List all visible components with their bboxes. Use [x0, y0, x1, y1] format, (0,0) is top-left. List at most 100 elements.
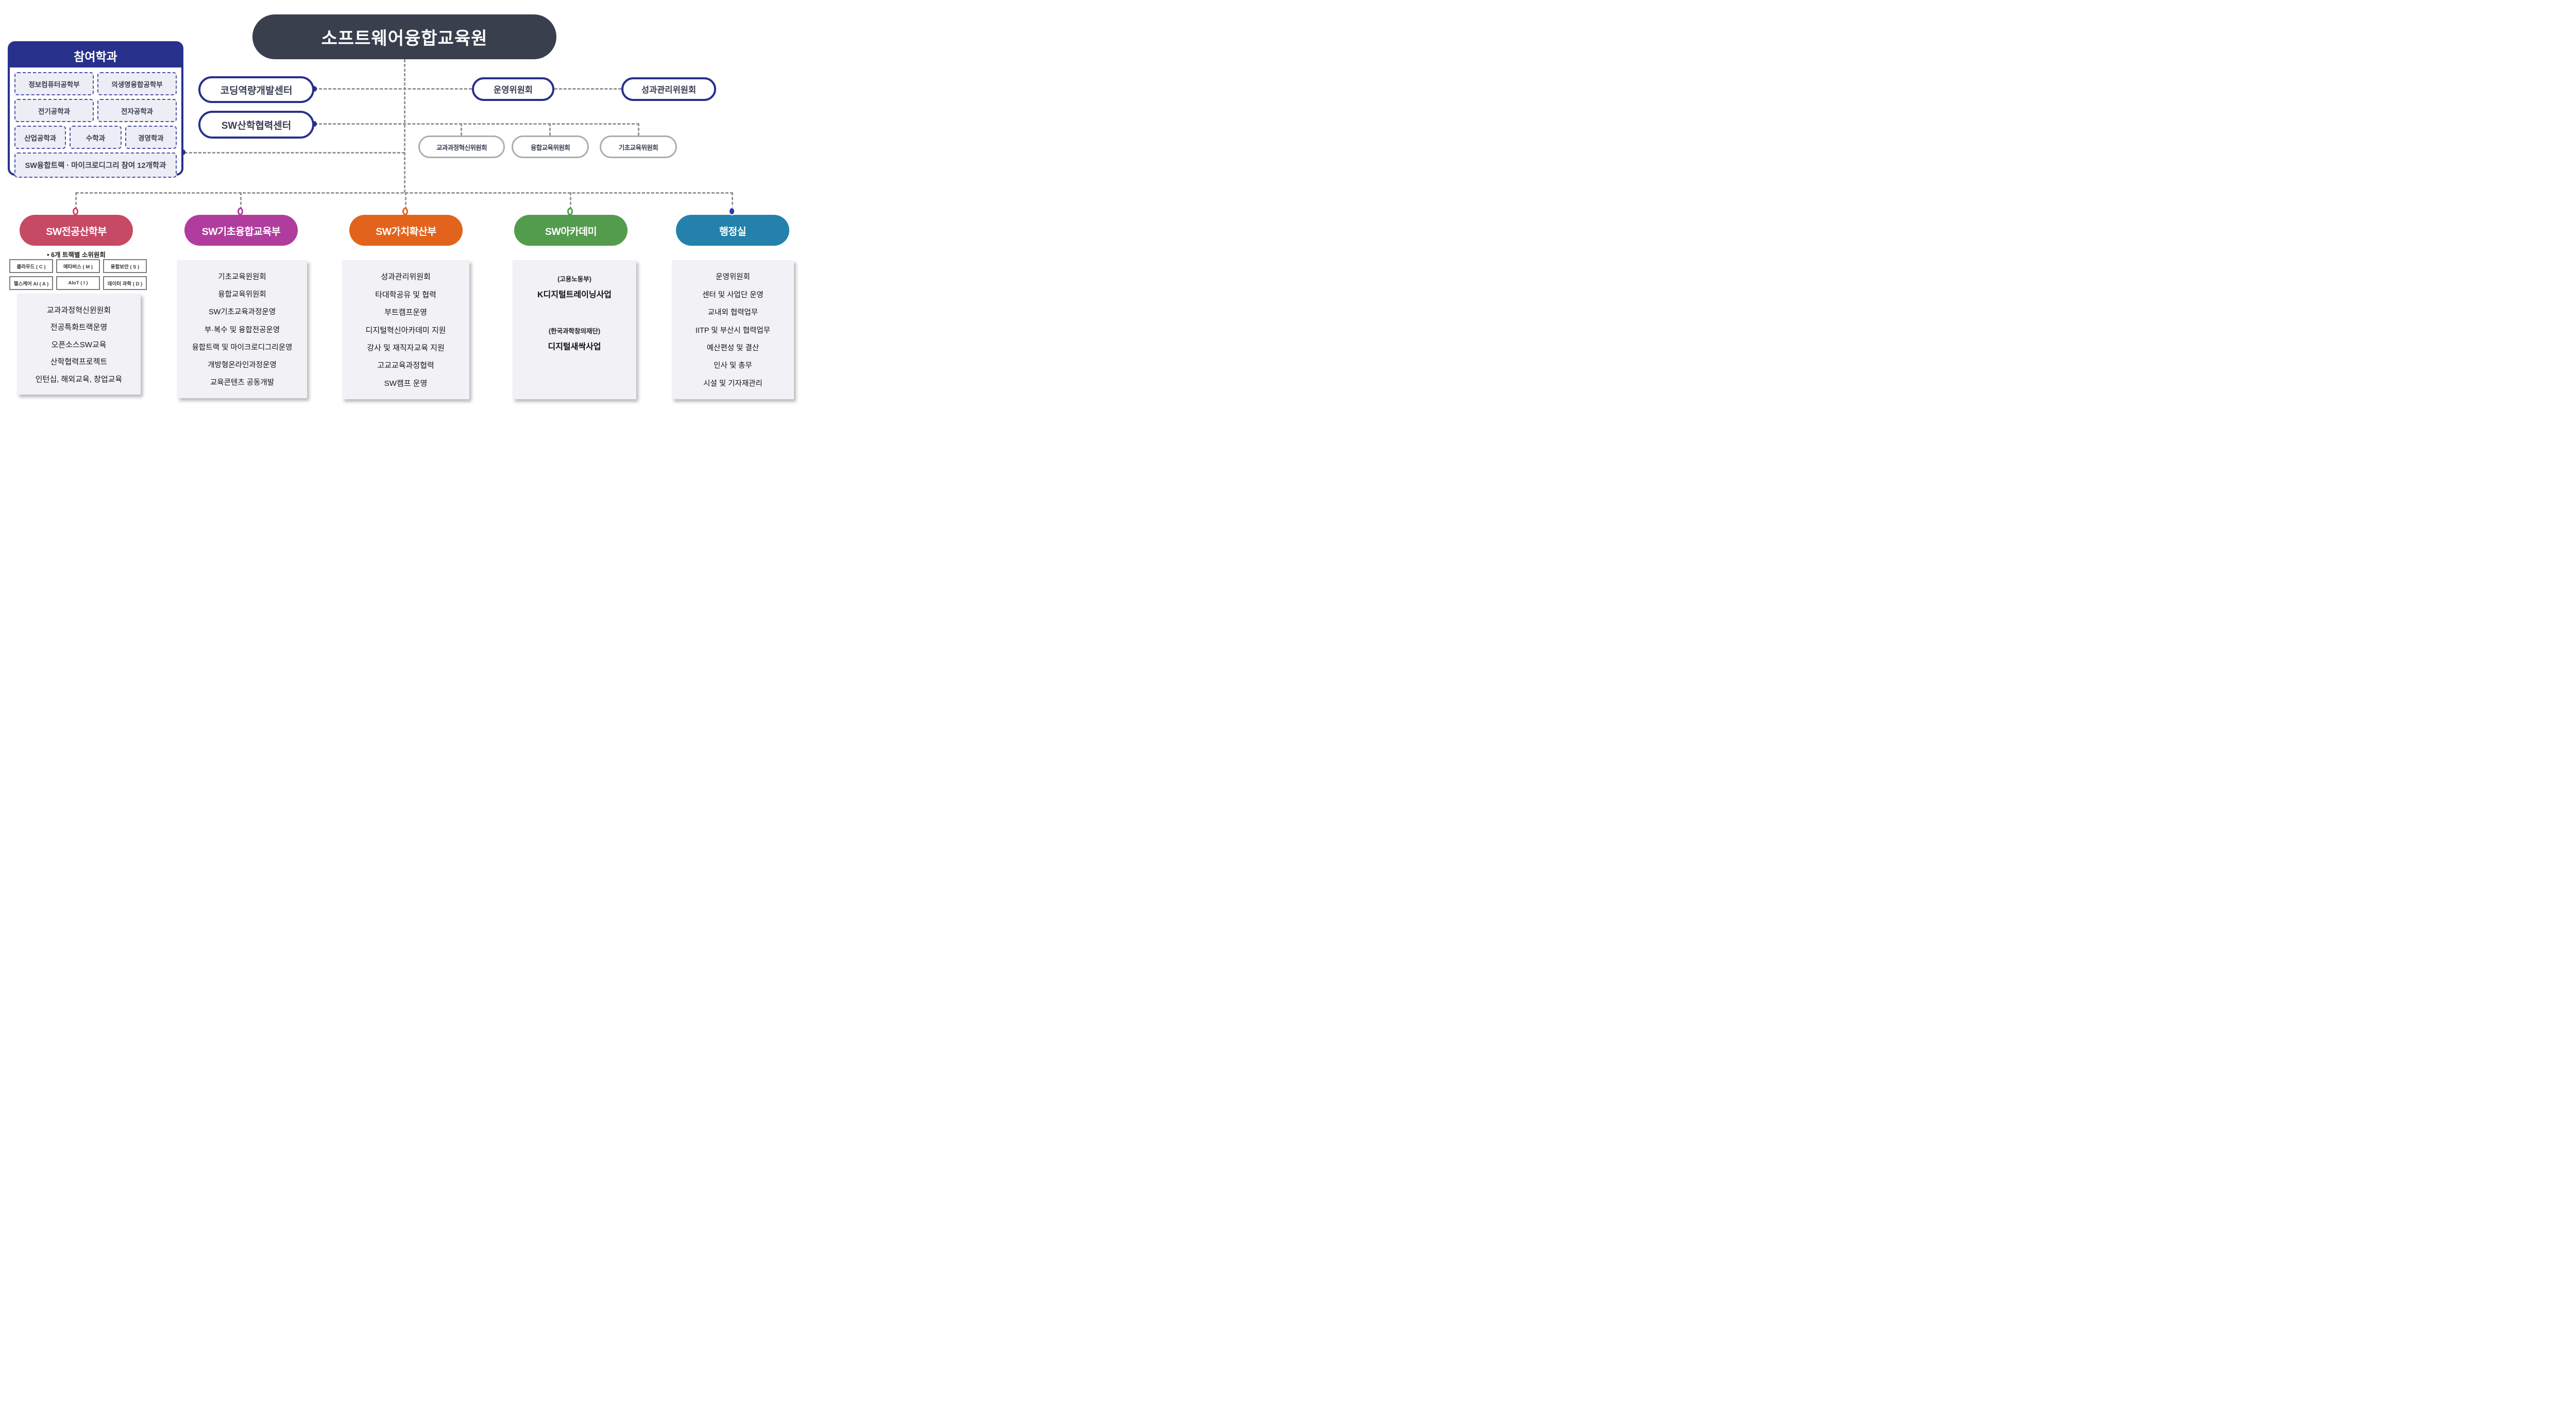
division-4-connector-ring [567, 208, 573, 215]
division-admin-office-node: 행정실 [676, 215, 789, 246]
list-item: 인턴십, 해외교육, 창업교육 [35, 375, 123, 384]
division-2-connector-ring [238, 208, 243, 215]
list-item: 개방형온라인과정운영 [208, 361, 277, 369]
connector-stub-division-1 [75, 192, 77, 210]
list-item: 시설 및 기자재관리 [703, 379, 762, 388]
list-item: 교육콘텐츠 공동개발 [210, 378, 275, 387]
list-item: 융합교육위원회 [218, 291, 266, 299]
division-label: SW아카데미 [545, 226, 597, 237]
division-3-connector-ring [402, 208, 408, 215]
track-cell: 데이터 과학 ( D ) [103, 276, 147, 290]
division-label: SW가치확산부 [376, 226, 436, 237]
track-cell: 클라우드 ( C ) [9, 259, 53, 273]
list-item: SW캠프 운영 [384, 379, 428, 388]
committee-label: 교과과정혁신위원회 [436, 144, 487, 151]
connector-depts-to-root [184, 152, 405, 154]
dept-item: 경영학과 [125, 126, 177, 149]
connector-stub-division-3 [405, 192, 406, 210]
division-sw-academy-node: SW아카데미 [514, 215, 628, 246]
division-1-connector-ring [73, 208, 78, 215]
track-subcommittee-note: • 6개 트랙별 소위원회 [47, 251, 106, 259]
sw-value-duty-list: 성과관리위원회 타대학공유 및 협력 부트캠프운영 디지털혁신아카데미 지원 강… [342, 260, 469, 399]
program-agency: (고용노동부) [557, 276, 591, 283]
list-item: 부·복수 및 융합전공운영 [204, 326, 280, 334]
connector-stub-division-5 [732, 192, 733, 210]
connector-coding-to-steering [314, 88, 472, 90]
performance-committee-node: 성과관리위원회 [621, 77, 716, 101]
list-item: 융합트랙 및 마이크로디그리운영 [192, 343, 293, 352]
list-item: 전공특화트랙운영 [50, 323, 108, 332]
performance-committee-label: 성과관리위원회 [641, 86, 697, 95]
steering-committee-label: 운영위원회 [494, 86, 533, 95]
track-grid: 클라우드 ( C ) 메타버스 ( M ) 융합보안 ( S ) 헬스케어 AI… [9, 259, 147, 290]
participating-depts-box: 참여학과 정보컴퓨터공학부 의생명융합공학부 전기공학과 전자공학과 산업공학과… [8, 41, 183, 178]
division-sw-major-node: SW전공산학부 [20, 215, 133, 246]
coding-center-label: 코딩역량개발센터 [220, 85, 293, 96]
division-sw-basic-node: SW기초융합교육부 [184, 215, 298, 246]
list-item: 고교교육과정협력 [377, 361, 434, 370]
connector-stub-committee-1 [461, 123, 462, 135]
connector-industry-to-committees [314, 123, 639, 125]
dept-item: 의생명융합공학부 [97, 72, 177, 95]
dept-item-wide: SW융합트랙 · 마이크로디그리 참여 12개학과 [14, 152, 177, 178]
dept-item: 수학과 [70, 126, 122, 149]
connector-stub-division-4 [570, 192, 571, 210]
list-item: 센터 및 사업단 운영 [702, 291, 764, 299]
org-chart: 소프트웨어융합교육원 참여학과 정보컴퓨터공학부 의생명융합공학부 전기공학과 … [0, 0, 804, 419]
curriculum-innovation-committee-node: 교과과정혁신위원회 [418, 135, 505, 158]
industry-center-node: SW산학협력센터 [198, 111, 314, 139]
connector-stub-division-2 [240, 192, 242, 210]
coding-center-node: 코딩역량개발센터 [198, 76, 314, 103]
track-cell: 메타버스 ( M ) [56, 259, 100, 273]
committee-label: 기초교육위원회 [618, 144, 658, 151]
list-item: 운영위원회 [716, 273, 750, 282]
division-label: SW기초융합교육부 [201, 226, 281, 237]
dept-item: 전자공학과 [97, 99, 177, 122]
list-item: 타대학공유 및 협력 [375, 290, 436, 299]
list-item: 인사 및 총무 [714, 362, 752, 370]
list-item: 산학협력프로젝트 [50, 358, 108, 366]
connector-stub-committee-2 [549, 123, 551, 135]
list-item: IITP 및 부산시 협력업무 [695, 326, 771, 335]
list-item: 디지털혁신아카데미 지원 [365, 326, 446, 335]
participating-depts-header: 참여학과 [10, 43, 181, 67]
list-item: 기초교육윈원회 [218, 273, 266, 282]
dept-item: 정보컴퓨터공학부 [14, 72, 94, 95]
industry-center-label: SW산학협력센터 [221, 120, 292, 131]
list-item: 예산편성 및 결산 [706, 344, 759, 352]
org-title: 소프트웨어융합교육원 [321, 29, 488, 48]
list-item: 교과과정혁신윈원회 [46, 305, 111, 315]
division-label: SW전공산학부 [46, 226, 107, 237]
list-item: SW기초교육과정운영 [208, 308, 276, 317]
connector-stub-committee-3 [638, 123, 639, 135]
org-root-node: 소프트웨어융합교육원 [252, 14, 556, 59]
sw-major-duty-list: 교과과정혁신윈원회 전공특화트랙운영 오픈소스SW교육 산학협력프로젝트 인턴십… [17, 294, 141, 395]
program-name: K디지털트레이닝사업 [537, 291, 612, 299]
sw-academy-program-list: (고용노동부) K디지털트레이닝사업 (한국과학창의재단) 디지털새싹사업 [513, 260, 636, 399]
steering-committee-node: 운영위원회 [472, 77, 554, 101]
list-item: 오픈소스SW교육 [51, 340, 107, 349]
connector-root-vertical [404, 59, 405, 193]
division-label: 행정실 [719, 226, 747, 237]
track-cell: 융합보안 ( S ) [103, 259, 147, 273]
participating-depts-body: 정보컴퓨터공학부 의생명융합공학부 전기공학과 전자공학과 산업공학과 수학과 … [10, 67, 181, 182]
basic-education-committee-node: 기초교육위원회 [600, 135, 677, 158]
track-cell: AIoT ( I ) [56, 276, 100, 290]
sw-basic-duty-list: 기초교육윈원회 융합교육위원회 SW기초교육과정운영 부·복수 및 융합전공운영… [177, 260, 307, 398]
admin-office-duty-list: 운영위원회 센터 및 사업단 운영 교내외 협력업무 IITP 및 부산시 협력… [672, 260, 794, 399]
list-item: 성과관리위원회 [381, 273, 431, 282]
dept-item: 전기공학과 [14, 99, 94, 122]
division-sw-value-node: SW가치확산부 [349, 215, 463, 246]
connector-distribution [76, 192, 733, 194]
division-5-connector-ring [728, 207, 735, 215]
dept-item: 산업공학과 [14, 126, 66, 149]
committee-label: 융합교육위원회 [530, 144, 570, 151]
program-agency: (한국과학창의재단) [548, 328, 601, 335]
convergence-education-committee-node: 융합교육위원회 [512, 135, 589, 158]
list-item: 교내외 협력업무 [707, 309, 758, 317]
list-item: 부트캠프운영 [384, 308, 427, 317]
track-cell: 헬스케어 AI ( A ) [9, 276, 53, 290]
program-name: 디지털새싹사업 [548, 343, 601, 351]
list-item: 강사 및 재직자교육 지원 [367, 343, 445, 352]
connector-steering-to-performance [554, 88, 621, 90]
